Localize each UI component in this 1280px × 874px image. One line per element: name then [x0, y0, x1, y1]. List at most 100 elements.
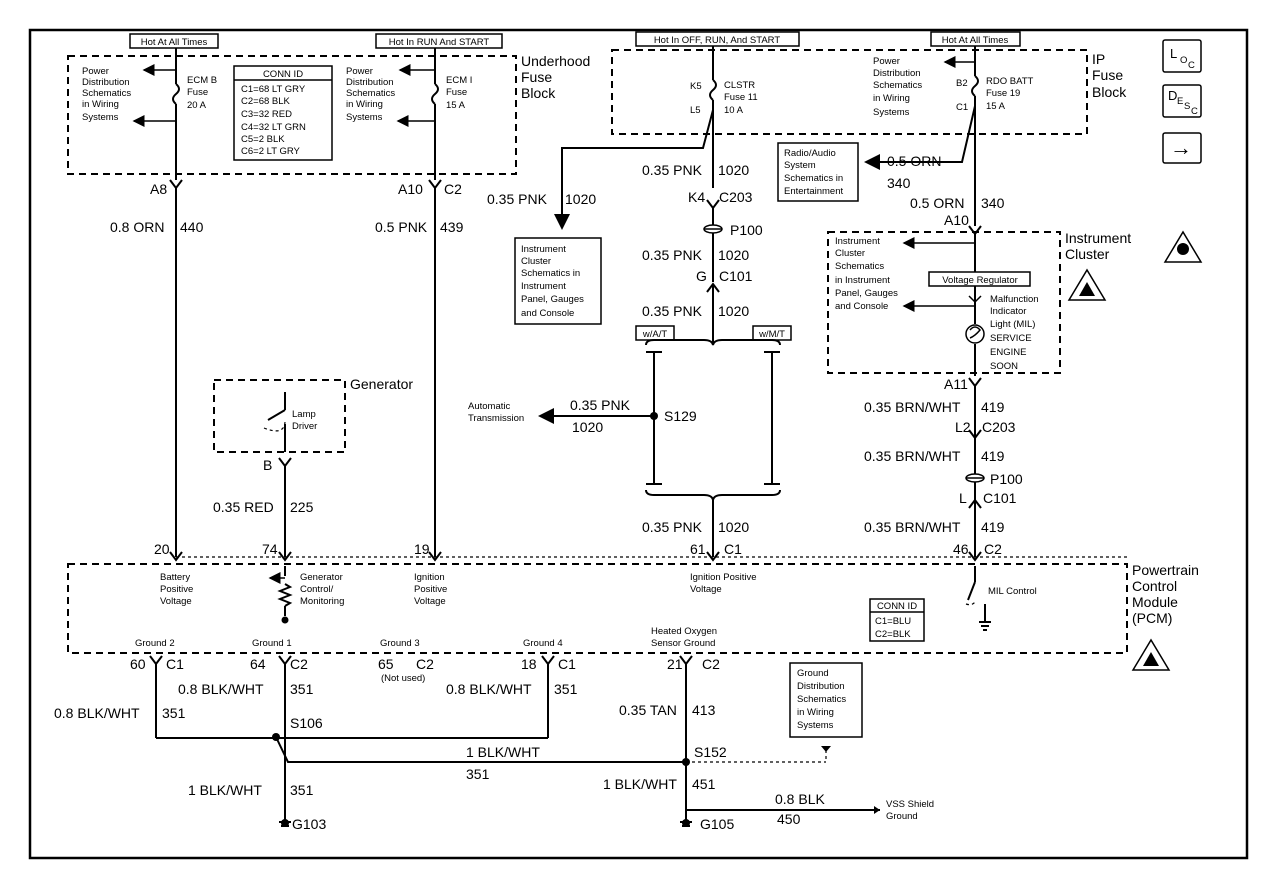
svg-text:Generator: Generator — [300, 572, 343, 583]
power-distribution-ref[interactable]: Power Distribution Schematics in Wiring … — [346, 66, 395, 123]
svg-text:Entertainment: Entertainment — [784, 186, 844, 197]
svg-text:Control/: Control/ — [300, 584, 334, 595]
svg-text:C1: C1 — [558, 656, 576, 672]
svg-text:Ground 4: Ground 4 — [523, 638, 563, 649]
svg-text:0.8 BLK/WHT: 0.8 BLK/WHT — [446, 681, 532, 697]
svg-text:1020: 1020 — [718, 519, 749, 535]
svg-text:0.5 ORN: 0.5 ORN — [910, 195, 964, 211]
svg-text:Instrument: Instrument — [835, 236, 880, 247]
connector-c2: C2 — [444, 181, 462, 197]
connector-a8: A8 — [150, 181, 167, 197]
instrument-cluster — [827, 231, 1061, 374]
arrow-right-icon: → — [1170, 135, 1192, 160]
conn-id-pcm: CONN ID C1=BLU C2=BLK — [869, 598, 925, 642]
svg-text:G: G — [696, 268, 707, 284]
svg-text:0.35 BRN/WHT: 0.35 BRN/WHT — [864, 519, 961, 535]
svg-text:0.8 BLK: 0.8 BLK — [775, 791, 825, 807]
esd-warning-icon — [1067, 268, 1107, 301]
svg-text:RDO BATT: RDO BATT — [986, 76, 1034, 87]
svg-text:0.35 PNK: 0.35 PNK — [642, 247, 703, 263]
ground-distribution-ref[interactable]: Ground Distribution Schematics in Wiring… — [789, 662, 863, 738]
svg-text:0.35 RED: 0.35 RED — [213, 499, 274, 515]
svg-text:Instrument: Instrument — [1065, 230, 1131, 246]
svg-text:Voltage: Voltage — [160, 596, 192, 607]
powertrain-control-module — [67, 563, 1128, 654]
desc-button[interactable]: D E S C — [1162, 84, 1202, 118]
generator — [213, 379, 346, 453]
svg-text:351: 351 — [554, 681, 578, 697]
svg-text:419: 419 — [981, 448, 1005, 464]
svg-text:64: 64 — [250, 656, 266, 672]
svg-text:0.35 BRN/WHT: 0.35 BRN/WHT — [864, 399, 961, 415]
svg-text:419: 419 — [981, 399, 1005, 415]
svg-text:1020: 1020 — [718, 162, 749, 178]
svg-text:C6=2 LT GRY: C6=2 LT GRY — [241, 146, 301, 157]
svg-text:VSS Shield: VSS Shield — [886, 799, 934, 810]
next-arrow-button[interactable]: → — [1162, 132, 1202, 164]
underhood-fuse-block — [67, 55, 517, 175]
svg-text:18: 18 — [521, 656, 537, 672]
svg-text:Battery: Battery — [160, 572, 190, 583]
ground-icon — [979, 621, 991, 631]
svg-text:0.8 BLK/WHT: 0.8 BLK/WHT — [54, 705, 140, 721]
svg-text:C101: C101 — [719, 268, 753, 284]
vss-shield-ground-ref[interactable]: VSS Shield Ground — [886, 799, 934, 822]
fuse-icon — [971, 75, 979, 97]
svg-text:Ground 2: Ground 2 — [135, 638, 175, 649]
svg-text:L: L — [1170, 46, 1177, 61]
svg-text:C5=2 BLK: C5=2 BLK — [241, 134, 285, 145]
svg-text:P100: P100 — [730, 222, 763, 238]
svg-text:SOON: SOON — [990, 361, 1018, 372]
instrument-cluster-ref[interactable]: Instrument Cluster Schematics in Instrum… — [514, 237, 602, 325]
svg-text:P100: P100 — [990, 471, 1023, 487]
svg-text:S: S — [1184, 101, 1190, 112]
svg-text:IP: IP — [1092, 51, 1105, 67]
svg-text:S106: S106 — [290, 715, 323, 731]
svg-text:0.5 PNK: 0.5 PNK — [375, 219, 428, 235]
svg-text:Power: Power — [82, 66, 109, 77]
svg-text:A10: A10 — [944, 212, 969, 228]
svg-text:413: 413 — [692, 702, 716, 718]
svg-text:ECM B: ECM B — [187, 75, 217, 86]
instrument-cluster-ref[interactable]: Instrument Cluster Schematics in Instrum… — [835, 236, 898, 312]
svg-text:Voltage: Voltage — [414, 596, 446, 607]
svg-text:ENGINE: ENGINE — [990, 347, 1026, 358]
svg-text:L2: L2 — [955, 419, 971, 435]
svg-text:Distribution: Distribution — [82, 77, 130, 88]
svg-text:CONN ID: CONN ID — [877, 601, 917, 612]
svg-text:20: 20 — [154, 541, 170, 557]
svg-text:0.5 ORN: 0.5 ORN — [887, 153, 941, 169]
source-hot-at-all-times-ip: Hot At All Times — [942, 35, 1009, 46]
svg-text:0.35 PNK: 0.35 PNK — [642, 519, 703, 535]
ground-g105: G105 — [700, 816, 734, 832]
svg-text:Voltage Regulator: Voltage Regulator — [942, 275, 1018, 286]
svg-text:351: 351 — [162, 705, 186, 721]
svg-text:C203: C203 — [982, 419, 1016, 435]
svg-text:Systems: Systems — [82, 112, 119, 123]
esd-warning-icon — [1163, 230, 1203, 263]
svg-text:C1=68 LT GRY: C1=68 LT GRY — [241, 84, 306, 95]
svg-text:Ignition Positive: Ignition Positive — [690, 572, 757, 583]
svg-text:Schematics in: Schematics in — [784, 173, 843, 184]
svg-text:CONN ID: CONN ID — [263, 69, 303, 80]
svg-text:Distribution: Distribution — [346, 77, 394, 88]
svg-text:1 BLK/WHT: 1 BLK/WHT — [188, 782, 262, 798]
svg-text:C2: C2 — [702, 656, 720, 672]
esd-warning-icon — [1131, 638, 1171, 671]
svg-text:Power: Power — [346, 66, 373, 77]
power-distribution-ref[interactable]: Power Distribution Schematics in Wiring … — [82, 66, 131, 123]
svg-text:0.35 TAN: 0.35 TAN — [619, 702, 677, 718]
svg-text:351: 351 — [290, 782, 314, 798]
svg-text:Voltage: Voltage — [690, 584, 722, 595]
radio-audio-ref[interactable]: Radio/Audio System Schematics in Enterta… — [777, 142, 859, 202]
svg-text:S129: S129 — [664, 408, 697, 424]
svg-text:C1: C1 — [166, 656, 184, 672]
diagram-frame — [28, 28, 1249, 860]
loc-button[interactable]: L O C — [1162, 39, 1202, 73]
svg-text:Automatic: Automatic — [468, 401, 510, 412]
ground-g103: G103 — [292, 816, 326, 832]
automatic-transmission-ref[interactable]: Automatic Transmission — [468, 401, 524, 424]
svg-text:Module: Module — [1132, 594, 1178, 610]
svg-text:Radio/Audio: Radio/Audio — [784, 148, 836, 159]
svg-text:Heated Oxygen: Heated Oxygen — [651, 626, 717, 637]
